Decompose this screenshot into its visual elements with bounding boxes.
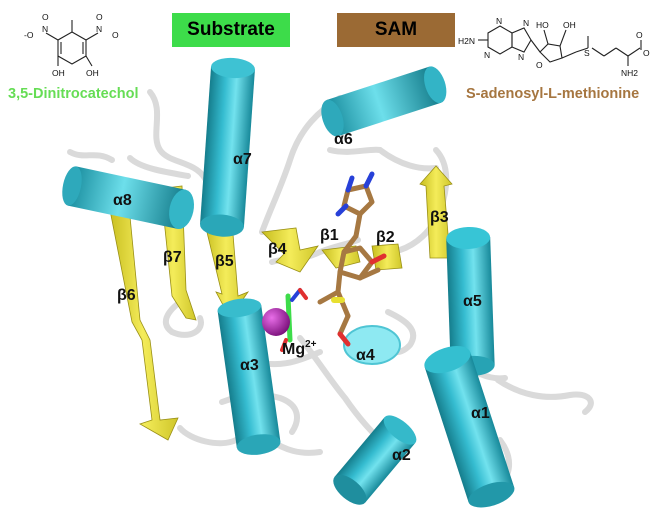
label-b7: β7 xyxy=(163,249,182,266)
strand-b4-shape xyxy=(261,227,319,273)
label-b1: β1 xyxy=(320,227,339,244)
helix-a2-shape xyxy=(333,415,417,505)
secondary-structure-labels: α7 α8 α6 α3 α4 α5 α1 α2 β6 β7 β5 β4 β1 β… xyxy=(113,131,490,464)
label-a7: α7 xyxy=(233,151,252,168)
strand-b6-shape xyxy=(107,195,179,441)
sam-atom-h2n: H2N xyxy=(458,36,475,46)
label-a8: α8 xyxy=(113,192,132,209)
helix-a3-shape xyxy=(217,298,281,455)
substrate-chemical-structure xyxy=(45,20,99,67)
sam-atom-n4: N xyxy=(518,52,524,62)
substrate-atom-nplus-left: N xyxy=(42,24,48,34)
label-mg-symbol: Mg xyxy=(282,341,305,358)
substrate-atom-o-left: O xyxy=(42,12,49,22)
sam-name: S-adenosyl-L-methionine xyxy=(466,86,640,102)
sam-atom-nh2: NH2 xyxy=(621,68,638,78)
helix-a7-shape xyxy=(200,57,255,237)
label-a4: α4 xyxy=(356,347,375,364)
sam-chemical-structure xyxy=(478,25,642,66)
sam-atom-n2: N xyxy=(484,50,490,60)
label-b4: β4 xyxy=(268,241,287,258)
sam-atom-o-ring: O xyxy=(536,60,543,70)
label-a5: α5 xyxy=(463,293,482,310)
substrate-name: 3,5-Dinitrocatechol xyxy=(8,86,139,102)
sam-ligand-sticks xyxy=(317,171,387,347)
sam-legend-badge: SAM xyxy=(337,13,455,47)
helix-a8-shape xyxy=(62,166,195,230)
alpha-helices xyxy=(62,57,515,508)
sam-atom-ho-1: HO xyxy=(536,20,549,30)
helix-a4-shape xyxy=(343,325,401,365)
label-mg-charge: 2+ xyxy=(305,339,317,350)
label-b5: β5 xyxy=(215,253,234,270)
label-a2: α2 xyxy=(392,447,411,464)
label-a6: α6 xyxy=(334,131,353,148)
sam-atom-oh-2: OH xyxy=(563,20,576,30)
substrate-atom-ominus-left: -O xyxy=(24,30,34,40)
substrate-legend-badge: Substrate xyxy=(172,13,290,47)
label-b3: β3 xyxy=(430,209,449,226)
substrate-atom-o-right: O xyxy=(96,12,103,22)
label-b6: β6 xyxy=(117,287,136,304)
label-a3: α3 xyxy=(240,357,259,374)
substrate-atom-ominus-right: O xyxy=(112,30,119,40)
sam-atom-o-acid: O xyxy=(636,30,643,40)
sam-atom-ominus: O xyxy=(643,48,650,58)
strand-b3-shape xyxy=(419,165,453,259)
helix-a6-shape xyxy=(321,66,447,137)
label-mg-ion: Mg2+ xyxy=(282,339,317,358)
magnesium-ion xyxy=(262,308,290,336)
substrate-atom-oh-1: OH xyxy=(52,68,65,78)
sam-atom-splus: S xyxy=(584,48,590,58)
label-b2: β2 xyxy=(376,229,395,246)
label-a1: α1 xyxy=(471,405,490,422)
substrate-atom-oh-2: OH xyxy=(86,68,99,78)
helix-a1-shape xyxy=(424,345,515,508)
sam-atom-n3: N xyxy=(523,18,529,28)
sam-atom-n1: N xyxy=(496,16,502,26)
substrate-atom-nplus-right: N xyxy=(96,24,102,34)
